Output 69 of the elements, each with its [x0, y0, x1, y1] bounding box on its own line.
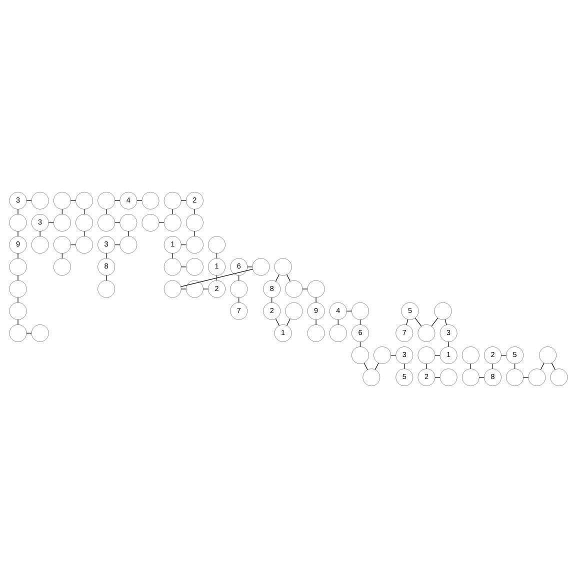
node-circle [54, 214, 71, 231]
connector [128, 230, 129, 236]
node-circle [164, 280, 182, 298]
connector [414, 317, 422, 326]
node-circle [9, 280, 27, 298]
node-circle [54, 192, 71, 209]
node-circle [9, 214, 27, 231]
node-circle [307, 280, 325, 298]
node-circle [76, 214, 93, 231]
node-circle [352, 346, 369, 364]
connector [444, 318, 447, 325]
node-circle [539, 346, 556, 364]
node-circle [274, 258, 292, 276]
node-circle [252, 258, 270, 276]
node-circle [285, 280, 303, 298]
node-circle [9, 258, 27, 276]
connector [286, 318, 290, 326]
node-circle [374, 346, 391, 364]
connector [540, 362, 544, 370]
node-circle [329, 324, 347, 342]
node-circle [164, 192, 182, 209]
connector [448, 340, 449, 347]
node-circle [418, 346, 436, 364]
node-circle [98, 192, 115, 209]
node-circle [550, 368, 568, 386]
node-circle [76, 236, 93, 253]
node-circle [418, 324, 436, 342]
node-circle [9, 324, 27, 342]
node-circle [31, 236, 49, 253]
connector [406, 318, 408, 325]
node-circle [164, 214, 182, 231]
connector [275, 318, 280, 326]
connector [364, 362, 368, 370]
node-circle [208, 236, 226, 253]
node-circle [506, 368, 524, 386]
connector [431, 317, 438, 326]
node-circle [186, 258, 204, 276]
node-circle [31, 324, 49, 342]
node-circle [31, 192, 49, 209]
connector [286, 274, 290, 282]
node-circle [142, 214, 160, 231]
node-circle [352, 302, 369, 320]
connector [302, 288, 308, 289]
connector [275, 274, 280, 282]
connector [180, 268, 254, 287]
node-circle [230, 280, 248, 298]
node-circle [164, 258, 182, 276]
node-circle [9, 302, 27, 320]
connector [551, 362, 556, 370]
node-circle [76, 192, 93, 209]
node-circle [462, 346, 480, 364]
node-circle [462, 368, 480, 386]
node-circle [98, 280, 115, 298]
connector [426, 363, 427, 369]
node-circle [186, 236, 204, 253]
node-circle [434, 302, 452, 320]
node-circle [528, 368, 546, 386]
node-circle [186, 214, 204, 231]
node-circle [186, 280, 204, 298]
node-circle [362, 368, 380, 386]
node-circle [285, 302, 303, 320]
node-circle [54, 236, 71, 253]
node-circle [142, 192, 160, 209]
node-circle [54, 258, 71, 276]
node-circle [98, 214, 115, 231]
node-circle [307, 324, 325, 342]
node-circle [120, 236, 138, 253]
node-circle [440, 368, 458, 386]
node-circle [120, 214, 138, 231]
